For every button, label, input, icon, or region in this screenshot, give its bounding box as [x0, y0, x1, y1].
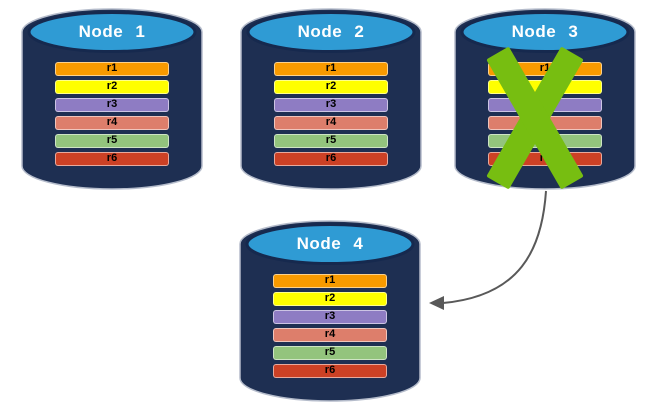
db-node-1: Node 1 r1 r2 r3 r4 r5 r6	[21, 7, 203, 191]
replica-row-r1: r1	[488, 62, 602, 76]
db-node-3-failed: Node 3 r1 r2 r3 r4 r5 r6	[454, 7, 636, 191]
replica-row-r3: r3	[273, 310, 387, 324]
replica-row-r6: r6	[274, 152, 388, 166]
replica-row-r1: r1	[274, 62, 388, 76]
replica-row-r2: r2	[274, 80, 388, 94]
replica-row-r6: r6	[55, 152, 169, 166]
replica-row-r5: r5	[273, 346, 387, 360]
node-label: Node 3	[511, 22, 579, 41]
replica-row-r1: r1	[273, 274, 387, 288]
replica-row-r4: r4	[488, 116, 602, 130]
replica-list: r1 r2 r3 r4 r5 r6	[273, 274, 387, 382]
node-label: Node 4	[296, 234, 364, 253]
db-node-4: Node 4 r1 r2 r3 r4 r5 r6	[239, 219, 421, 402]
replica-row-r5: r5	[55, 134, 169, 148]
replica-list: r1 r2 r3 r4 r5 r6	[55, 62, 169, 170]
replica-row-r1: r1	[55, 62, 169, 76]
replica-row-r5: r5	[488, 134, 602, 148]
replica-list: r1 r2 r3 r4 r5 r6	[488, 62, 602, 170]
node-label: Node 1	[78, 22, 146, 41]
replica-row-r4: r4	[55, 116, 169, 130]
replica-row-r2: r2	[273, 292, 387, 306]
replica-row-r2: r2	[55, 80, 169, 94]
replica-row-r3: r3	[55, 98, 169, 112]
cylinder-top-icon	[27, 11, 197, 53]
replica-list: r1 r2 r3 r4 r5 r6	[274, 62, 388, 170]
replica-row-r3: r3	[274, 98, 388, 112]
replica-row-r5: r5	[274, 134, 388, 148]
db-node-2: Node 2 r1 r2 r3 r4 r5 r6	[240, 7, 422, 191]
replica-row-r6: r6	[273, 364, 387, 378]
replica-row-r4: r4	[274, 116, 388, 130]
replica-row-r3: r3	[488, 98, 602, 112]
replica-row-r4: r4	[273, 328, 387, 342]
replica-row-r2: r2	[488, 80, 602, 94]
cylinder-top-icon	[246, 11, 416, 53]
cylinder-top-icon	[245, 223, 415, 265]
replica-row-r6: r6	[488, 152, 602, 166]
node-label: Node 2	[297, 22, 365, 41]
